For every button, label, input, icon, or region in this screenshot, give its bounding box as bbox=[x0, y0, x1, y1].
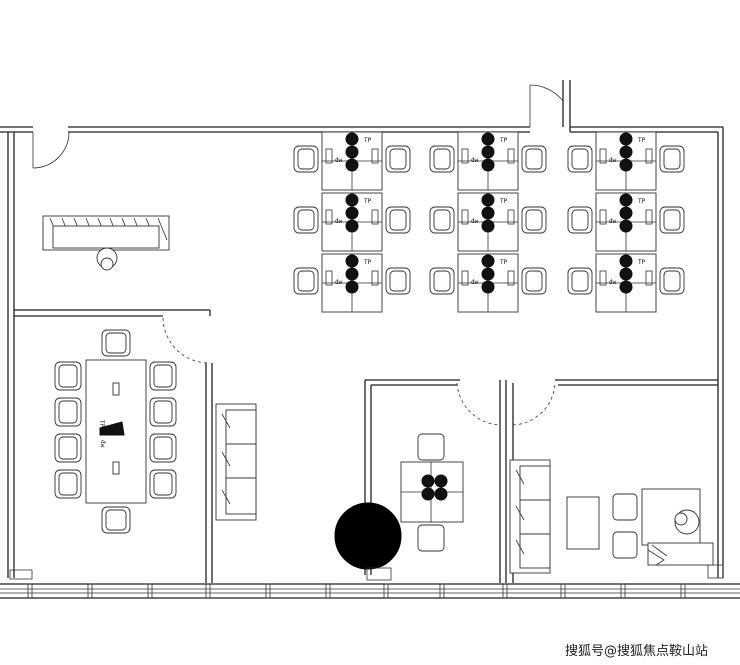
workstation-cluster: TP dw bbox=[429, 131, 547, 191]
outlet-marker bbox=[345, 280, 359, 294]
chair bbox=[567, 145, 593, 173]
outlet-label: dw bbox=[335, 157, 343, 164]
small-office bbox=[400, 433, 464, 552]
workstation-cluster: TP dw bbox=[567, 131, 685, 191]
outlet-marker bbox=[481, 132, 495, 146]
chair bbox=[521, 206, 547, 234]
doors bbox=[32, 84, 564, 426]
chair bbox=[429, 206, 455, 234]
chair bbox=[429, 145, 455, 173]
outlet-marker bbox=[345, 267, 359, 281]
chair bbox=[385, 145, 411, 173]
outlet-label: dw bbox=[609, 157, 617, 164]
outlet-marker bbox=[481, 254, 495, 268]
svg-text:TP: TP bbox=[98, 420, 105, 428]
workstation-cluster: TP dw bbox=[429, 253, 547, 313]
outlet-marker bbox=[345, 145, 359, 159]
outlet-marker bbox=[481, 267, 495, 281]
outlet-label: dw bbox=[471, 218, 479, 225]
conference-chairs bbox=[54, 329, 177, 534]
chair bbox=[101, 329, 131, 357]
outlet-label: dw bbox=[609, 279, 617, 286]
watermark-text: 搜狐号@搜狐焦点鞍山站 bbox=[565, 644, 709, 659]
chair bbox=[567, 267, 593, 295]
outlet-marker bbox=[619, 132, 633, 146]
chair bbox=[54, 361, 82, 391]
outlet-label: TP bbox=[500, 259, 508, 266]
outlet-label: dw bbox=[335, 279, 343, 286]
outlet-marker bbox=[345, 158, 359, 172]
outlet-label: dw bbox=[609, 218, 617, 225]
outlet-marker bbox=[345, 132, 359, 146]
chair bbox=[659, 267, 685, 295]
outlet-label: TP bbox=[364, 137, 372, 144]
chair bbox=[659, 145, 685, 173]
outlet-label: dw bbox=[335, 218, 343, 225]
outlet-label: dw bbox=[471, 157, 479, 164]
outlet-marker bbox=[345, 206, 359, 220]
outlet-label: TP bbox=[500, 137, 508, 144]
chair bbox=[429, 267, 455, 295]
outlet-marker bbox=[481, 193, 495, 207]
outlet-label: TP bbox=[638, 137, 646, 144]
workstation-cluster: TP dw bbox=[293, 253, 411, 313]
chair bbox=[293, 145, 319, 173]
chair bbox=[521, 267, 547, 295]
chair bbox=[659, 206, 685, 234]
outlet-marker bbox=[345, 193, 359, 207]
outlet-marker bbox=[619, 206, 633, 220]
svg-text:dw: dw bbox=[99, 440, 106, 448]
outlet-marker bbox=[619, 219, 633, 233]
chair bbox=[385, 267, 411, 295]
chair bbox=[567, 206, 593, 234]
round-table bbox=[334, 502, 402, 581]
chair bbox=[293, 267, 319, 295]
outlet-marker bbox=[345, 219, 359, 233]
outlet-marker bbox=[619, 193, 633, 207]
chair bbox=[149, 469, 177, 499]
chair bbox=[101, 506, 131, 534]
chair bbox=[149, 397, 177, 427]
chair bbox=[521, 145, 547, 173]
reception-desk bbox=[42, 215, 170, 271]
window-strip bbox=[0, 583, 740, 599]
outlet-marker bbox=[619, 145, 633, 159]
workstation-cluster: TP dw bbox=[567, 253, 685, 313]
outlet-label: TP bbox=[500, 198, 508, 205]
manager-office bbox=[566, 488, 714, 566]
outlet-label: TP bbox=[364, 259, 372, 266]
outlet-label: dw bbox=[471, 279, 479, 286]
sofa-right bbox=[509, 459, 551, 574]
outlet-label: TP bbox=[364, 198, 372, 205]
chair bbox=[293, 206, 319, 234]
chair bbox=[149, 433, 177, 463]
outlet-marker bbox=[481, 145, 495, 159]
outlet-marker bbox=[619, 158, 633, 172]
workstation-cluster: TP dw bbox=[567, 192, 685, 252]
chair bbox=[54, 397, 82, 427]
workstation-cluster: TP dw bbox=[293, 131, 411, 191]
chair bbox=[54, 469, 82, 499]
workstation-cluster: TP dw bbox=[429, 192, 547, 252]
outlet-marker bbox=[619, 280, 633, 294]
outlet-marker bbox=[619, 267, 633, 281]
chair bbox=[54, 433, 82, 463]
outlet-marker bbox=[481, 206, 495, 220]
outlet-marker bbox=[481, 219, 495, 233]
outlet-marker bbox=[481, 280, 495, 294]
sofa-left bbox=[215, 403, 257, 521]
conference-table: TP dw bbox=[85, 359, 147, 504]
outlet-marker bbox=[481, 158, 495, 172]
outlet-label: TP bbox=[638, 259, 646, 266]
workstation-cluster: TP dw bbox=[293, 192, 411, 252]
outlet-marker bbox=[619, 254, 633, 268]
outlet-label: TP bbox=[638, 198, 646, 205]
chair bbox=[149, 361, 177, 391]
chair bbox=[385, 206, 411, 234]
outlet-marker bbox=[345, 254, 359, 268]
